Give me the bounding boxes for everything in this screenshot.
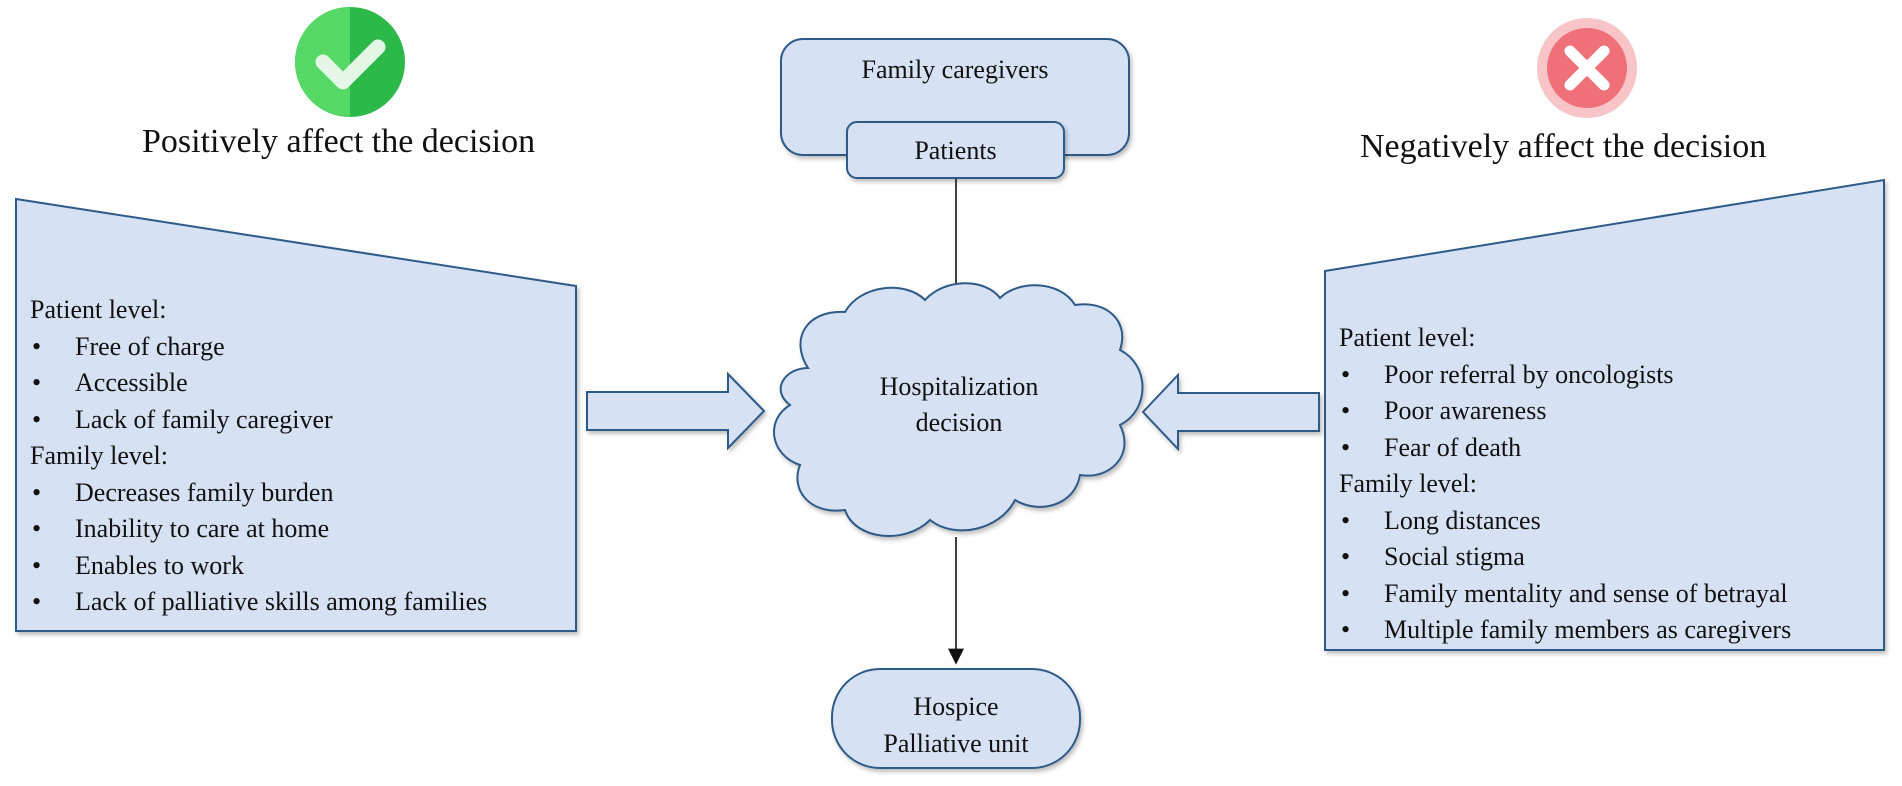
decision-label-line1: Hospitalization [879,372,1039,401]
list-item: Poor awareness [1339,393,1791,430]
negative-influence-arrow [1141,372,1320,452]
negative-family-items: Long distances Social stigma Family ment… [1339,503,1791,649]
family-caregivers-label: Family caregivers [861,55,1049,84]
list-item: Free of charge [30,329,487,366]
positive-influence-arrow [586,371,766,451]
positive-patient-level-title: Patient level: [30,295,167,324]
positive-heading: Positively affect the decision [142,123,536,160]
decision-cloud [773,282,1144,537]
positive-factors-list: Patient level: Free of charge Accessible… [30,292,487,621]
negative-patient-items: Poor referral by oncologists Poor awaren… [1339,357,1791,467]
list-item: Poor referral by oncologists [1339,357,1791,394]
hospice-box [831,668,1081,769]
list-item: Accessible [30,365,487,402]
positive-family-level-title: Family level: [30,441,168,470]
list-item: Fear of death [1339,430,1791,467]
cross-icon [1537,18,1637,118]
list-item: Family mentality and sense of betrayal [1339,576,1791,613]
patients-label: Patients [914,136,997,165]
negative-patient-level-title: Patient level: [1339,323,1476,352]
positive-patient-items: Free of charge Accessible Lack of family… [30,329,487,439]
decision-label-line2: decision [915,408,1003,437]
list-item: Enables to work [30,548,487,585]
check-icon [295,7,405,117]
hospice-label-line2: Palliative unit [883,729,1029,758]
list-item: Decreases family burden [30,475,487,512]
positive-family-items: Decreases family burden Inability to car… [30,475,487,621]
negative-heading: Negatively affect the decision [1360,128,1767,165]
list-item: Inability to care at home [30,511,487,548]
list-item: Social stigma [1339,539,1791,576]
list-item: Long distances [1339,503,1791,540]
negative-family-level-title: Family level: [1339,469,1477,498]
list-item: Lack of family caregiver [30,402,487,439]
patients-box [846,121,1065,179]
hospice-label-line1: Hospice [913,692,999,721]
negative-factors-list: Patient level: Poor referral by oncologi… [1339,320,1791,649]
list-item: Lack of palliative skills among families [30,584,487,621]
list-item: Multiple family members as caregivers [1339,612,1791,649]
